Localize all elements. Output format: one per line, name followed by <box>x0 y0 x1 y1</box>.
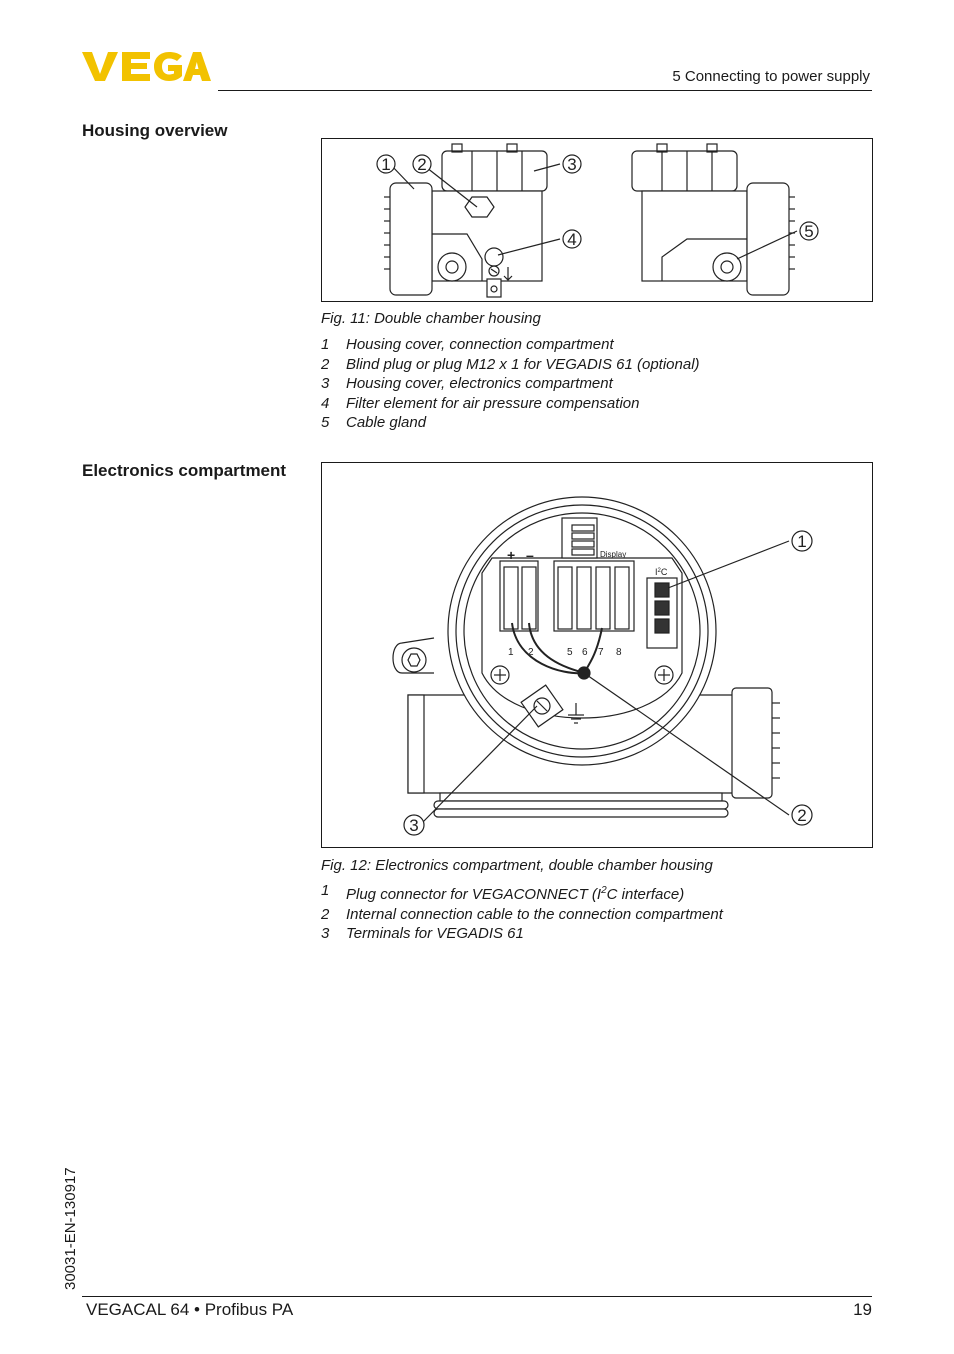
figure-11-caption: Fig. 11: Double chamber housing <box>321 310 541 327</box>
i2c-label: I2C <box>655 567 668 577</box>
document-id: 30031-EN-130917 <box>62 1167 79 1290</box>
terminal-number: 5 <box>567 647 573 658</box>
callout-2: 2 <box>797 806 806 825</box>
terminal-number: 1 <box>508 647 514 658</box>
terminal-number: 7 <box>598 647 604 658</box>
section-heading-housing: Housing overview <box>82 121 228 140</box>
callout-4: 4 <box>567 230 576 249</box>
figure-double-chamber-housing: 1 2 3 4 5 <box>321 138 873 302</box>
section-heading-electronics: Electronics compartment <box>82 461 287 480</box>
callout-2: 2 <box>417 155 426 174</box>
terminal-number: 8 <box>616 647 622 658</box>
plus-label: + <box>507 547 515 563</box>
display-label: Display <box>600 550 626 559</box>
housing-left-drawing <box>384 143 548 298</box>
header-divider <box>218 90 872 91</box>
callout-1: 1 <box>797 532 806 551</box>
page-number: 19 <box>853 1300 872 1319</box>
vega-logo <box>80 48 212 84</box>
callout-3: 3 <box>409 816 418 835</box>
minus-label: – <box>526 547 534 563</box>
terminal-number: 2 <box>528 647 534 658</box>
footer-product: VEGACAL 64 • Profibus PA <box>86 1300 294 1319</box>
footer-divider <box>82 1296 872 1297</box>
callout-5: 5 <box>804 222 813 241</box>
figure-electronics-compartment: Display + – I2C 1 2 5 6 7 8 <box>321 462 873 848</box>
callout-3: 3 <box>567 155 576 174</box>
figure-12-caption: Fig. 12: Electronics compartment, double… <box>321 857 713 874</box>
callout-1: 1 <box>381 155 390 174</box>
housing-right-drawing <box>631 143 795 296</box>
terminal-number: 6 <box>582 647 588 658</box>
header-section-title: 5 Connecting to power supply <box>672 68 870 85</box>
